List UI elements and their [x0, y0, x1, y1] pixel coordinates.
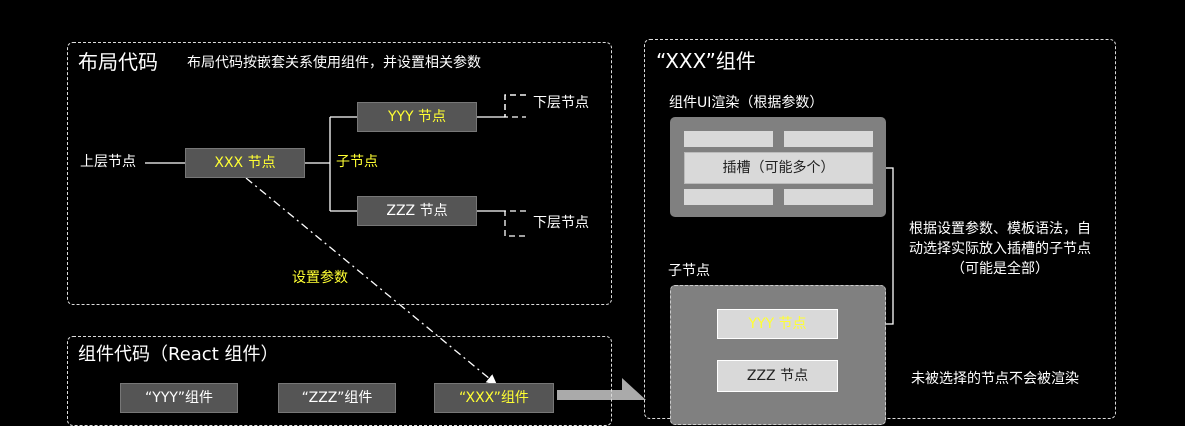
child-nodes-box	[670, 285, 886, 425]
explain-line-1: 根据设置参数、模板语法，自	[909, 221, 1091, 237]
zzz-node[interactable]: ZZZ 节点	[357, 196, 477, 226]
component-yyy[interactable]: “YYY”组件	[120, 383, 238, 413]
explain-line-3: （可能是全部）	[951, 261, 1049, 277]
lower-node-label-2: 下层节点	[533, 215, 589, 231]
child-yyy-node[interactable]: YYY 节点	[717, 309, 838, 339]
xxx-node[interactable]: XXX 节点	[185, 148, 305, 178]
child-node-label: 子节点	[336, 154, 378, 170]
child-section-label: 子节点	[668, 263, 710, 279]
layout-code-panel	[67, 42, 612, 305]
layout-panel-title: 布局代码	[78, 50, 158, 74]
big-arrow	[557, 378, 646, 400]
component-xxx[interactable]: “XXX”组件	[434, 383, 554, 413]
explain-line-2: 动选择实际放入插槽的子节点	[909, 241, 1091, 257]
parent-node-label: 上层节点	[80, 154, 136, 170]
render-label: 组件UI渲染（根据参数）	[669, 95, 824, 111]
ui-block	[784, 189, 873, 205]
code-panel-title: 组件代码（React 组件）	[78, 344, 279, 365]
ui-block	[784, 131, 873, 147]
lower-node-label-1: 下层节点	[533, 95, 589, 111]
child-zzz-node[interactable]: ZZZ 节点	[717, 360, 838, 392]
ui-block	[684, 131, 773, 147]
ui-block	[684, 189, 773, 205]
slot-box[interactable]: 插槽（可能多个）	[684, 152, 873, 184]
not-render-note: 未被选择的节点不会被渲染	[911, 371, 1079, 387]
slot-explanation: 根据设置参数、模板语法，自 动选择实际放入插槽的子节点 （可能是全部）	[900, 219, 1100, 279]
component-zzz[interactable]: “ZZZ”组件	[278, 383, 396, 413]
component-panel-title: “XXX”组件	[656, 49, 756, 73]
zzz-lower-bracket	[504, 210, 526, 237]
param-label: 设置参数	[292, 270, 348, 286]
yyy-lower-bracket	[504, 94, 526, 118]
layout-panel-subtitle: 布局代码按嵌套关系使用组件，并设置相关参数	[187, 55, 481, 71]
yyy-node[interactable]: YYY 节点	[357, 102, 477, 132]
